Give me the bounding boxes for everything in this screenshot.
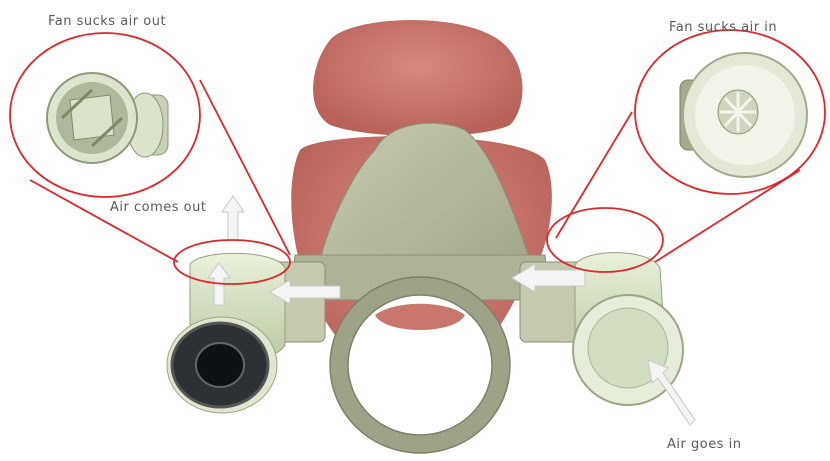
face-forehead xyxy=(313,20,522,136)
label-fan-sucks-air-out: Fan sucks air out xyxy=(48,14,166,29)
center-ring xyxy=(330,277,510,453)
label-air-goes-in: Air goes in xyxy=(667,437,741,452)
arrow-up-air-out xyxy=(222,196,244,240)
label-fan-sucks-air-in: Fan sucks air in xyxy=(669,20,777,35)
right-fan-zoom xyxy=(680,53,807,177)
label-air-comes-out: Air comes out xyxy=(108,200,208,215)
left-fan-zoom xyxy=(47,73,168,163)
